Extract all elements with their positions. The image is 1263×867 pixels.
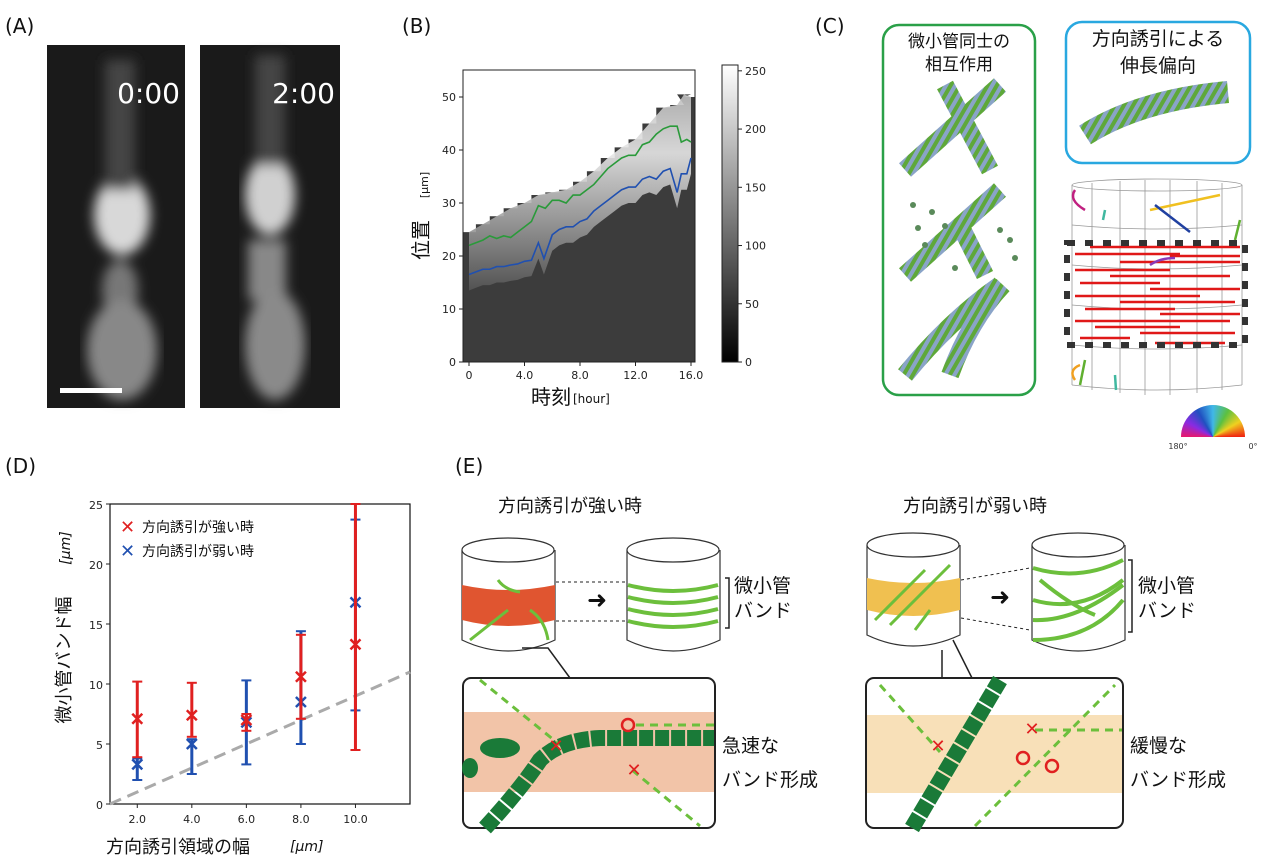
arrow-right-icon: ➜ [587,586,607,614]
panel-label-a: (A) [5,14,34,38]
legend-marker-strong: ✕ [120,517,135,538]
colorbar-tick-label: 0 [745,356,752,369]
caption-line2: バンド形成 [722,769,818,791]
data-point [240,714,253,726]
lower-boundary-line [468,157,692,276]
y-axis-label: 位置 [409,220,433,260]
caption-line1: 緩慢な [1130,735,1187,757]
colorbar-tick-label: 50 [745,298,759,311]
x-tick-label: 8.0 [571,369,589,382]
y-tick-label: 30 [442,197,456,210]
data-point [295,670,307,683]
data-point [131,712,144,725]
kymograph-chart: 0 10 20 30 40 50 0 4.0 8.0 12.0 16.0 位置 [µm] 時刻 [h… [409,64,766,409]
x-tick-label: 4.0 [183,813,201,826]
scale-bar [60,388,122,393]
box-title-line2: 伸長偏向 [1120,55,1196,77]
colorbar-tick-label: 150 [745,181,766,194]
caption-line2: バンド形成 [1130,769,1226,791]
diagram-title: 方向誘引が強い時 [498,496,642,517]
weak-bias-diagram: 方向誘引が弱い時 ➜ 微小管 バンド ✕ ✕ 緩慢な バンド形成 [865,496,1226,833]
timestamp: 2:00 [272,77,335,110]
x-tick-label: 12.0 [623,369,648,382]
panel-label-c: (C) [815,14,845,38]
x-tick-label: 16.0 [679,369,704,382]
wheel-label-0: 0° [1248,442,1257,451]
micrograph-0h: 0:00 [47,45,185,408]
circle-mark [1015,750,1031,766]
cross-mark: ✕ [626,760,641,781]
y-tick-label: 15 [89,619,103,632]
data-point [349,638,362,651]
x-axis-label: 時刻 [531,385,571,409]
y-tick-label: 50 [442,91,456,104]
y-axis-label: 微小管バンド幅 [54,597,75,724]
legend: ✕ 方向誘引が強い時 ✕ 方向誘引が弱い時 [120,517,254,562]
cylinder-simulation: 180° 0° [1064,178,1258,451]
cross-mark: ✕ [1024,719,1039,740]
x-tick-label: 4.0 [516,369,534,382]
cross-mark: ✕ [548,736,563,757]
band-width-chart: 0 5 10 15 20 25 2.0 4.0 6.0 8.0 10.0 ✕ 方向誘引が強い時 ✕ … [54,499,411,858]
colorbar-tick-label: 250 [745,65,766,78]
caption-line1: 急速な [722,735,779,757]
y-tick-label: 10 [89,679,103,692]
circle-mark [620,717,636,733]
legend-marker-weak: ✕ [120,541,135,562]
y-tick-label: 25 [89,499,103,512]
x-tick-label: 6.0 [238,813,256,826]
band-label-line2: バンド [1138,600,1196,622]
colorbar [721,64,739,363]
cross-mark: ✕ [930,736,945,757]
y-tick-label: 20 [442,250,456,263]
x-tick-label: 2.0 [129,813,147,826]
x-axis-label: 方向誘引領域の幅 [106,837,250,858]
x-tick-label: 10.0 [343,813,368,826]
x-axis-unit: [µm] [290,839,323,855]
x-tick-label: 0 [466,369,473,382]
y-axis-unit: [µm] [418,172,431,198]
y-axis-unit: [µm] [58,531,74,564]
y-tick-label: 5 [96,739,103,752]
panel-label-b: (B) [402,14,431,38]
band-label-line1: 微小管 [1138,575,1195,597]
data-point [185,738,198,750]
x-axis-unit: [hour] [573,392,610,406]
box-title-line2: 相互作用 [925,55,993,75]
panel-label-d: (D) [5,454,36,478]
colorbar-tick-label: 100 [745,240,766,253]
data-point [185,709,198,722]
reference-line [109,670,411,806]
panel-label-e: (E) [455,454,483,478]
x-tick-label: 8.0 [292,813,310,826]
bright-band [469,94,691,291]
micrograph-2h: 2:00 [200,45,340,408]
y-tick-label: 0 [96,799,103,812]
band-label-line1: 微小管 [734,575,791,597]
microtubule-interaction-box: 微小管同士の 相互作用 [881,23,1037,397]
arrow-right-icon: ➜ [990,583,1010,611]
directional-bias-box: 方向誘引による 伸長偏向 [1064,20,1252,165]
legend-label-strong: 方向誘引が強い時 [142,520,254,536]
data-point [131,758,144,771]
y-tick-label: 20 [89,559,103,572]
circle-mark [1044,758,1060,774]
y-tick-label: 40 [442,144,456,157]
band-label-line2: バンド [734,600,792,622]
wheel-label-180: 180° [1168,442,1187,451]
y-tick-label: 10 [442,303,456,316]
diagram-title: 方向誘引が弱い時 [903,496,1047,517]
box-title-line1: 微小管同士の [908,32,1010,52]
box-title-line1: 方向誘引による [1092,28,1224,50]
upper-boundary-line [468,125,692,247]
colorbar-tick-label: 200 [745,123,766,136]
strong-bias-diagram: 方向誘引が強い時 ➜ 微小管 バンド ✕ ✕ 急速な バンド形成 [461,496,818,834]
timestamp: 0:00 [117,77,180,110]
y-tick-label: 0 [449,356,456,369]
legend-label-weak: 方向誘引が弱い時 [142,544,254,560]
